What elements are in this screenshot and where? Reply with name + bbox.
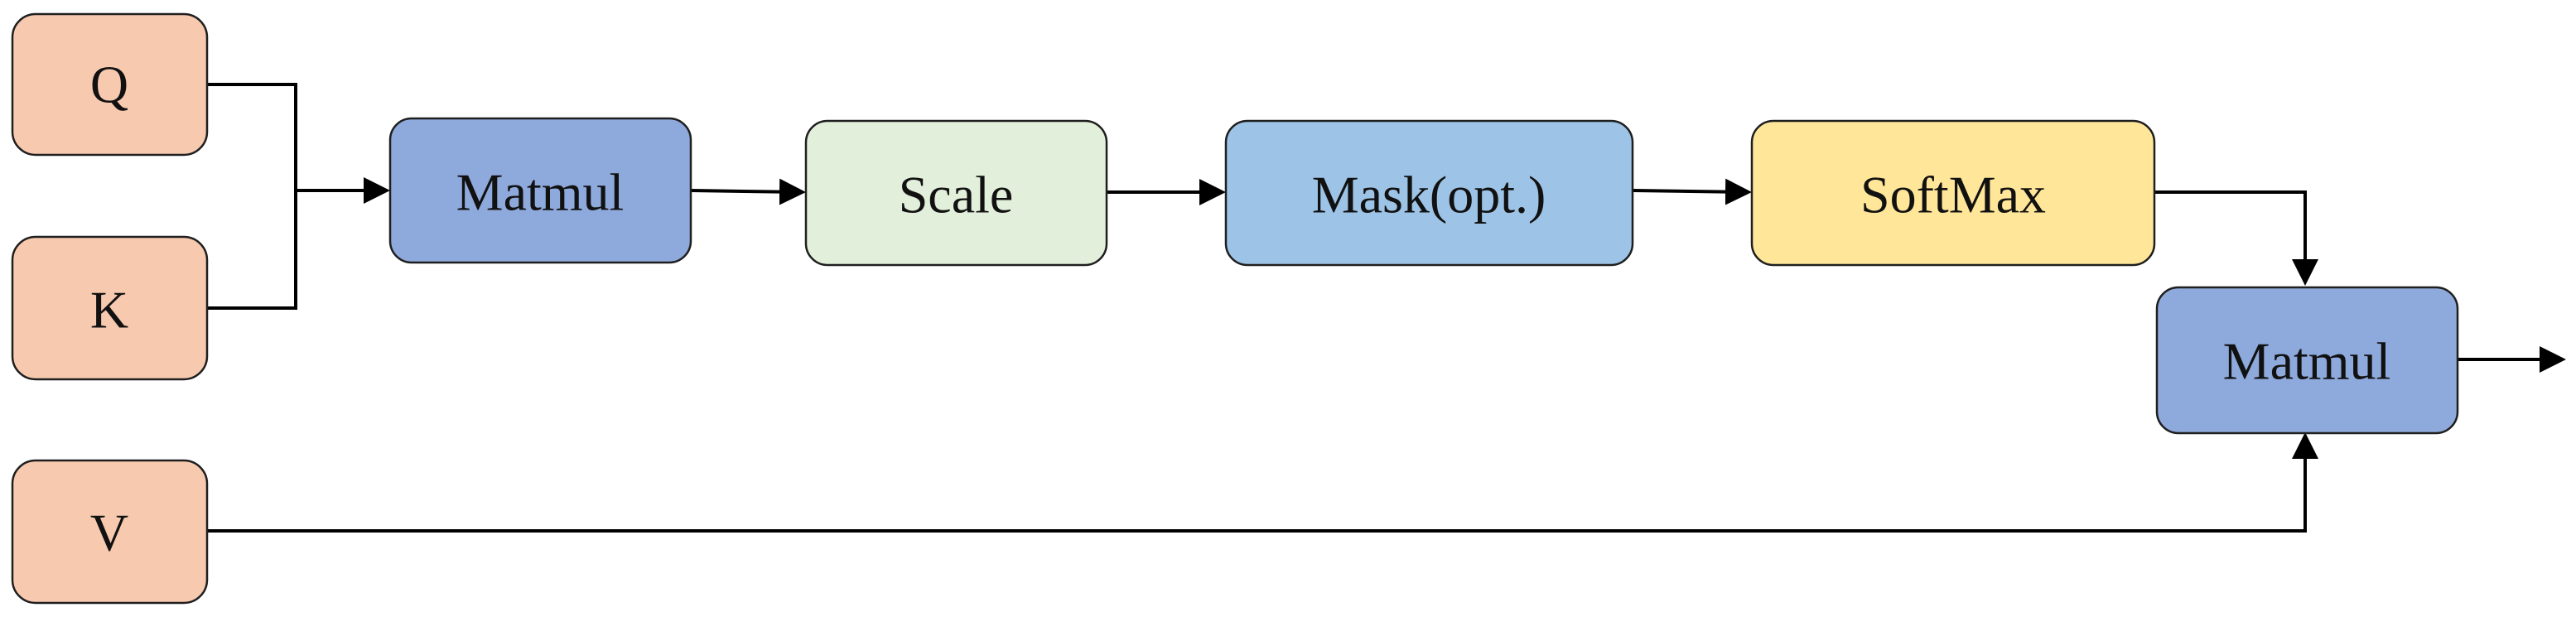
node-matmul-1: Matmul — [388, 117, 692, 264]
softmax-to-matmul-output-arrow — [2154, 190, 2318, 286]
scale-label: Scale — [899, 166, 1014, 224]
node-matmul-2: Matmul — [2155, 286, 2459, 435]
node-v: V — [11, 459, 209, 605]
connectors — [207, 83, 2566, 533]
matmul-2-box — [2155, 286, 2459, 435]
node-softmax: SoftMax — [1750, 119, 2156, 267]
q-label: Q — [90, 55, 128, 114]
mask-to-softmax-arrow — [1632, 178, 1752, 205]
matmul-2-label: Matmul — [2223, 332, 2391, 391]
node-mask: Mask(opt.) — [1224, 119, 1634, 267]
k-label: K — [90, 281, 128, 340]
q-to-junction-connector — [207, 83, 297, 190]
scale-box — [804, 119, 1108, 267]
v-to-matmul-output-arrow — [207, 432, 2318, 533]
node-scale: Scale — [804, 119, 1108, 267]
k-to-junction-connector — [207, 190, 297, 310]
mask-box — [1224, 119, 1634, 267]
mask-label: Mask(opt.) — [1312, 166, 1546, 224]
softmax-label: SoftMax — [1860, 166, 2046, 224]
matmul-1-box — [388, 117, 692, 264]
q-box — [11, 12, 209, 157]
softmax-box — [1750, 119, 2156, 267]
v-box — [11, 459, 209, 605]
node-q: Q — [11, 12, 209, 157]
k-box — [11, 235, 209, 381]
v-label: V — [90, 504, 128, 562]
node-k: K — [11, 235, 209, 381]
matmul-1-label: Matmul — [456, 163, 625, 222]
matmul-to-scale-arrow — [690, 178, 806, 205]
